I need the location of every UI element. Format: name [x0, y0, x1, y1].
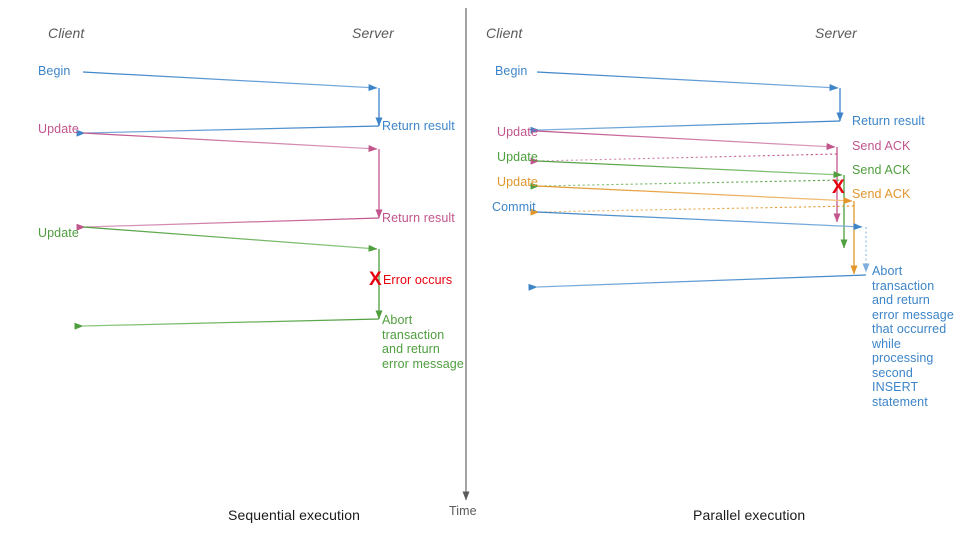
time-axis-label: Time [449, 504, 477, 518]
parallel-label-update-2: Update [497, 150, 538, 164]
parallel-server-header: Server [815, 25, 857, 41]
parallel-msg-commit [536, 211, 863, 231]
sequential-client-header: Client [48, 25, 85, 41]
parallel-label-begin: Begin [495, 64, 528, 78]
sequential-label-begin: Begin [38, 64, 71, 78]
sequential-error-occurs-label: Error occurs [383, 273, 453, 287]
parallel-msg-send-ack-3 [530, 205, 855, 216]
sequential-label-update-1: Update [38, 122, 79, 136]
sequential-caption: Sequential execution [228, 507, 360, 523]
parallel-client-header: Client [486, 25, 523, 41]
parallel-label-send-ack-1: Send ACK [852, 139, 911, 153]
sequential-server-header: Server [352, 25, 394, 41]
parallel-msg-send-ack-1 [530, 153, 838, 165]
sequential-label-update-2: Update [38, 226, 79, 240]
sequential-msg-begin [82, 71, 378, 92]
parallel-label-commit: Commit [492, 200, 536, 214]
parallel-label-send-ack-2: Send ACK [852, 163, 911, 177]
parallel-msg-begin [536, 71, 839, 92]
sequential-msg-update-2 [82, 226, 378, 252]
parallel-msg-update-3 [536, 185, 853, 205]
parallel-msg-update-1 [536, 130, 836, 151]
parallel-msg-send-ack-2 [530, 179, 845, 190]
sequential-msg-return-result-2 [76, 217, 380, 231]
parallel-label-send-ack-3: Send ACK [852, 187, 911, 201]
sequential-error-occurs-icon: X [369, 269, 382, 290]
parallel-msg-return-result [530, 120, 841, 134]
parallel-msg-abort-return [528, 274, 867, 291]
parallel-label-abort-return: Abort transaction and return error messa… [872, 264, 954, 409]
sequential-label-return-result-1: Return result [382, 119, 455, 133]
parallel-label-return-result: Return result [852, 114, 925, 128]
parallel-error-occurs-icon: X [832, 177, 845, 198]
sequential-label-abort-return: Abort transaction and return error messa… [382, 313, 464, 371]
sequential-label-return-result-2: Return result [382, 211, 455, 225]
sequential-msg-return-result-1 [76, 125, 380, 137]
parallel-label-update-3: Update [497, 175, 538, 189]
sequential-msg-abort-return [74, 318, 380, 330]
sequential-msg-update-1 [82, 132, 378, 153]
parallel-msg-update-2 [536, 160, 843, 179]
parallel-label-update-1: Update [497, 125, 538, 139]
parallel-caption: Parallel execution [693, 507, 806, 523]
